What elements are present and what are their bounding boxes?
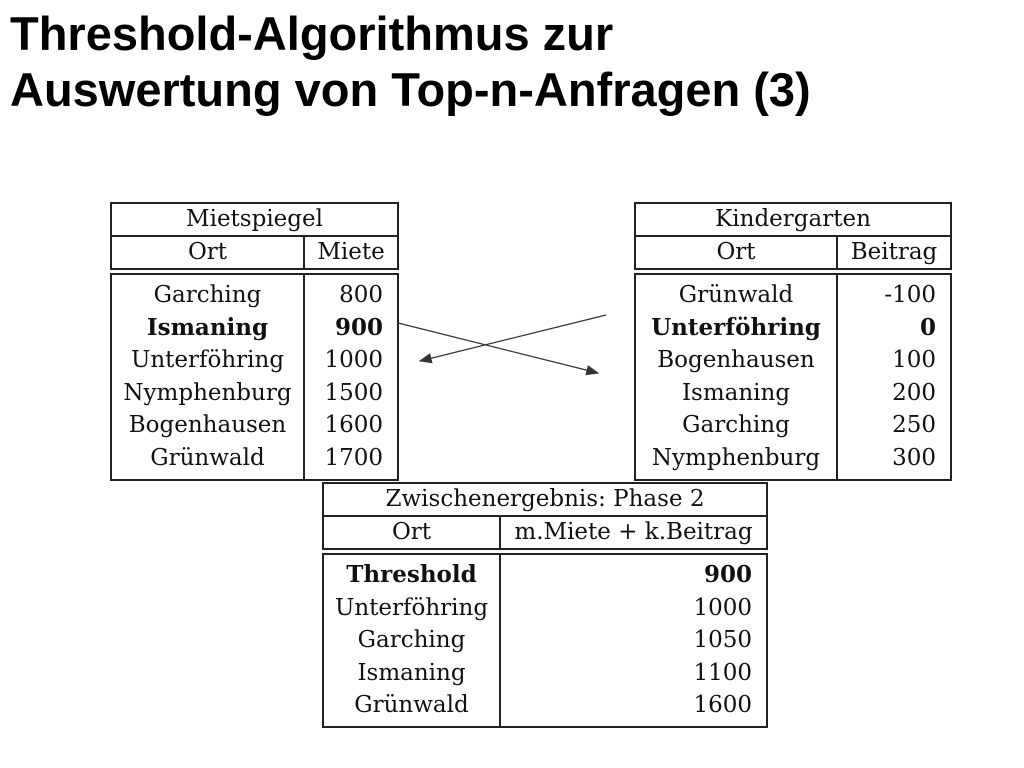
- cell-value: 300: [837, 441, 952, 481]
- cell-ort: Garching: [634, 409, 838, 442]
- cell-ort: Unterföhring: [634, 311, 838, 345]
- column-header-beitrag: Beitrag: [836, 235, 952, 270]
- column-header-sum: m.Miete + k.Beitrag: [498, 515, 769, 550]
- cell-value: 100: [837, 344, 952, 377]
- cell-ort: Unterföhring: [110, 344, 305, 377]
- cell-ort: Ismaning: [110, 311, 305, 345]
- cell-value: 1600: [304, 409, 400, 442]
- cell-ort: Garching: [322, 624, 501, 657]
- column-header-miete: Miete: [302, 235, 400, 270]
- cell-value: 900: [500, 553, 769, 592]
- cell-ort: Bogenhausen: [110, 409, 305, 442]
- cell-ort: Bogenhausen: [634, 344, 838, 377]
- cell-value: 800: [304, 273, 400, 312]
- cell-ort: Nymphenburg: [110, 376, 305, 410]
- cell-ort: Grünwald: [322, 689, 501, 728]
- table-caption: Zwischenergebnis: Phase 2: [321, 482, 769, 517]
- cell-value: 1000: [304, 344, 400, 377]
- cell-value: 1600: [500, 689, 769, 728]
- cell-value: -100: [837, 273, 952, 312]
- arrow-to-mietspiegel: [418, 314, 607, 364]
- cell-ort: Grünwald: [110, 441, 305, 481]
- cell-value: 1500: [304, 376, 400, 410]
- column-header-ort: Ort: [634, 235, 838, 270]
- table-caption: Mietspiegel: [109, 202, 400, 237]
- cell-ort: Unterföhring: [322, 591, 501, 625]
- title-line-2: Auswertung von Top-n-Anfragen (3): [10, 63, 811, 116]
- cell-ort: Grünwald: [634, 273, 838, 312]
- cell-ort: Garching: [110, 273, 305, 312]
- cell-value: 200: [837, 376, 952, 410]
- title-line-1: Threshold-Algorithmus zur: [10, 7, 614, 60]
- cell-value: 1100: [500, 656, 769, 690]
- arrow-to-kindergarten: [397, 322, 600, 376]
- cell-value: 1700: [304, 441, 400, 481]
- cell-ort: Threshold: [322, 553, 501, 592]
- cell-ort: Ismaning: [322, 656, 501, 690]
- cell-value: 900: [304, 311, 400, 345]
- cell-value: 1050: [500, 624, 769, 657]
- column-header-ort: Ort: [110, 235, 305, 270]
- zwischenergebnis-table: Zwischenergebnis: Phase 2 Ort m.Miete + …: [321, 482, 769, 728]
- cell-ort: Ismaning: [634, 376, 838, 410]
- cell-value: 1000: [500, 591, 769, 625]
- cell-value: 0: [837, 311, 952, 345]
- slide-title: Threshold-Algorithmus zur Auswertung von…: [10, 6, 811, 118]
- cell-ort: Nymphenburg: [634, 441, 838, 481]
- table-row: Grünwald-100: [634, 273, 952, 312]
- table-caption: Kindergarten: [634, 202, 952, 237]
- cell-value: 250: [837, 409, 952, 442]
- column-header-ort: Ort: [322, 515, 501, 550]
